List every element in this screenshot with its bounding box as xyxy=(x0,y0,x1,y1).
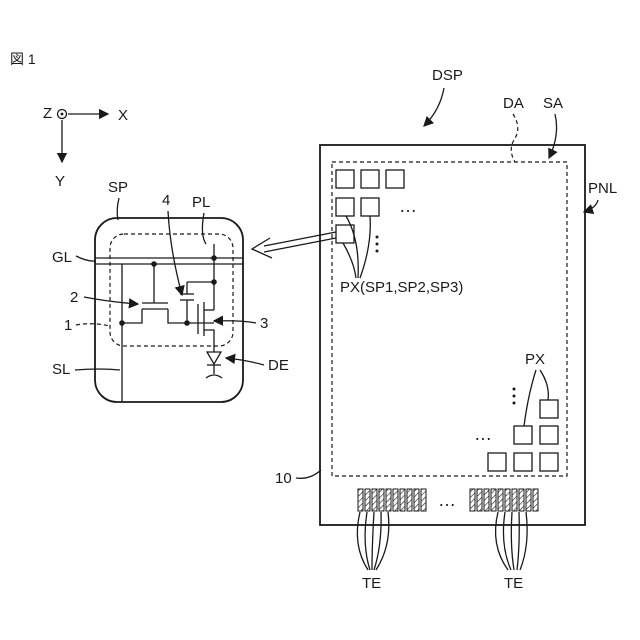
terminal-pad xyxy=(393,489,398,511)
label-px: PX xyxy=(525,351,545,368)
terminal-pad xyxy=(484,489,489,511)
pixel xyxy=(361,198,379,216)
terminal-block-left xyxy=(358,489,426,511)
terminal-pad xyxy=(379,489,384,511)
axis-indicator: Z X Y xyxy=(43,105,128,190)
pixel xyxy=(540,426,558,444)
pixel-group-top: … xyxy=(336,170,417,253)
ellipsis-terminals: … xyxy=(438,490,456,510)
label-da: DA xyxy=(503,95,524,112)
label-10: 10 xyxy=(275,470,292,487)
terminal-pad xyxy=(365,489,370,511)
label-px-subpixels: PX(SP1,SP2,SP3) xyxy=(340,279,463,296)
display-element-diode xyxy=(207,352,221,364)
label-sp: SP xyxy=(108,179,128,196)
pixel xyxy=(540,400,558,418)
terminal-block-right xyxy=(470,489,538,511)
terminal-pad xyxy=(505,489,510,511)
terminal-pad xyxy=(533,489,538,511)
y-axis-label: Y xyxy=(55,173,65,190)
terminal-pad xyxy=(386,489,391,511)
terminal-pad xyxy=(512,489,517,511)
subpixel-outline xyxy=(95,218,243,402)
terminal-pad xyxy=(498,489,503,511)
wire-bundle-right xyxy=(496,512,528,570)
label-pl: PL xyxy=(192,194,210,211)
label-1: 1 xyxy=(64,317,72,334)
label-de: DE xyxy=(268,357,289,374)
label-3: 3 xyxy=(260,315,268,332)
subpixel-circuit: SP PL 4 GL 2 1 3 DE SL xyxy=(52,179,289,402)
terminal-pad xyxy=(470,489,475,511)
x-axis-label: X xyxy=(118,107,128,124)
ellipsis-horizontal: … xyxy=(474,424,492,444)
terminal-pad xyxy=(477,489,482,511)
terminal-pad xyxy=(519,489,524,511)
ellipsis-vertical xyxy=(513,388,516,405)
label-gl: GL xyxy=(52,249,72,266)
label-te-left: TE xyxy=(362,575,381,592)
label-pnl: PNL xyxy=(588,180,617,197)
pixel xyxy=(336,198,354,216)
terminal-pad xyxy=(407,489,412,511)
terminal-pad xyxy=(400,489,405,511)
figure-title: 図 1 xyxy=(10,51,36,67)
pixel xyxy=(361,170,379,188)
pixel xyxy=(336,170,354,188)
label-sl: SL xyxy=(52,361,70,378)
pixel xyxy=(488,453,506,471)
label-te-right: TE xyxy=(504,575,523,592)
terminal-pad xyxy=(526,489,531,511)
ellipsis-horizontal: … xyxy=(399,196,417,216)
magnification-arrow xyxy=(252,232,336,258)
terminal-pad xyxy=(372,489,377,511)
terminal-pad xyxy=(491,489,496,511)
terminal-pad xyxy=(421,489,426,511)
ellipsis-vertical xyxy=(376,236,379,253)
pixel-group-bottom: … xyxy=(474,388,558,472)
label-dsp: DSP xyxy=(432,67,463,84)
display-panel: DSP DA SA PNL 10 … P xyxy=(275,67,617,592)
terminal-pad xyxy=(358,489,363,511)
z-axis-label: Z xyxy=(43,105,52,122)
pixel xyxy=(540,453,558,471)
label-4: 4 xyxy=(162,192,170,209)
label-sa: SA xyxy=(543,95,563,112)
label-2: 2 xyxy=(70,289,78,306)
pixel xyxy=(514,453,532,471)
pixel xyxy=(386,170,404,188)
pixel xyxy=(514,426,532,444)
terminal-pad xyxy=(414,489,419,511)
wire-bundle-left xyxy=(357,512,388,570)
